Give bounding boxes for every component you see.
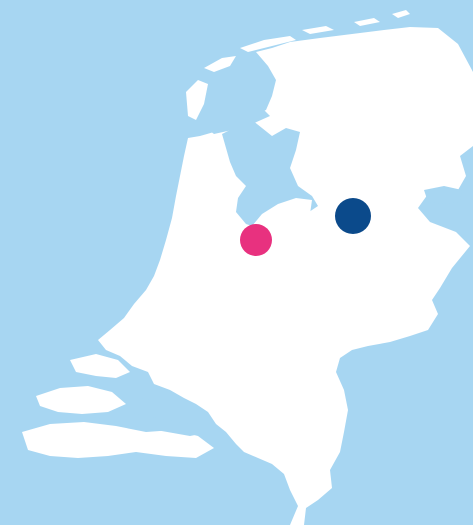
wadden-island-vlieland: [204, 56, 236, 72]
estuary-north: [98, 378, 170, 400]
estuary-south: [90, 412, 210, 436]
zeeland-island-middle: [36, 386, 126, 414]
wadden-island-ameland: [302, 26, 334, 34]
wadden-island-schiermonnikoog: [354, 18, 380, 26]
navy-location-marker[interactable]: [335, 198, 371, 234]
wadden-island-terschelling: [240, 36, 296, 52]
pink-location-marker[interactable]: [240, 224, 272, 256]
wadden-sea-channel: [206, 108, 270, 134]
mainland-land: [98, 27, 473, 525]
zeeland-island-north: [70, 354, 130, 378]
wadden-island-east: [392, 10, 410, 18]
wadden-island-texel: [186, 80, 208, 120]
dollard-inlet: [424, 186, 462, 204]
